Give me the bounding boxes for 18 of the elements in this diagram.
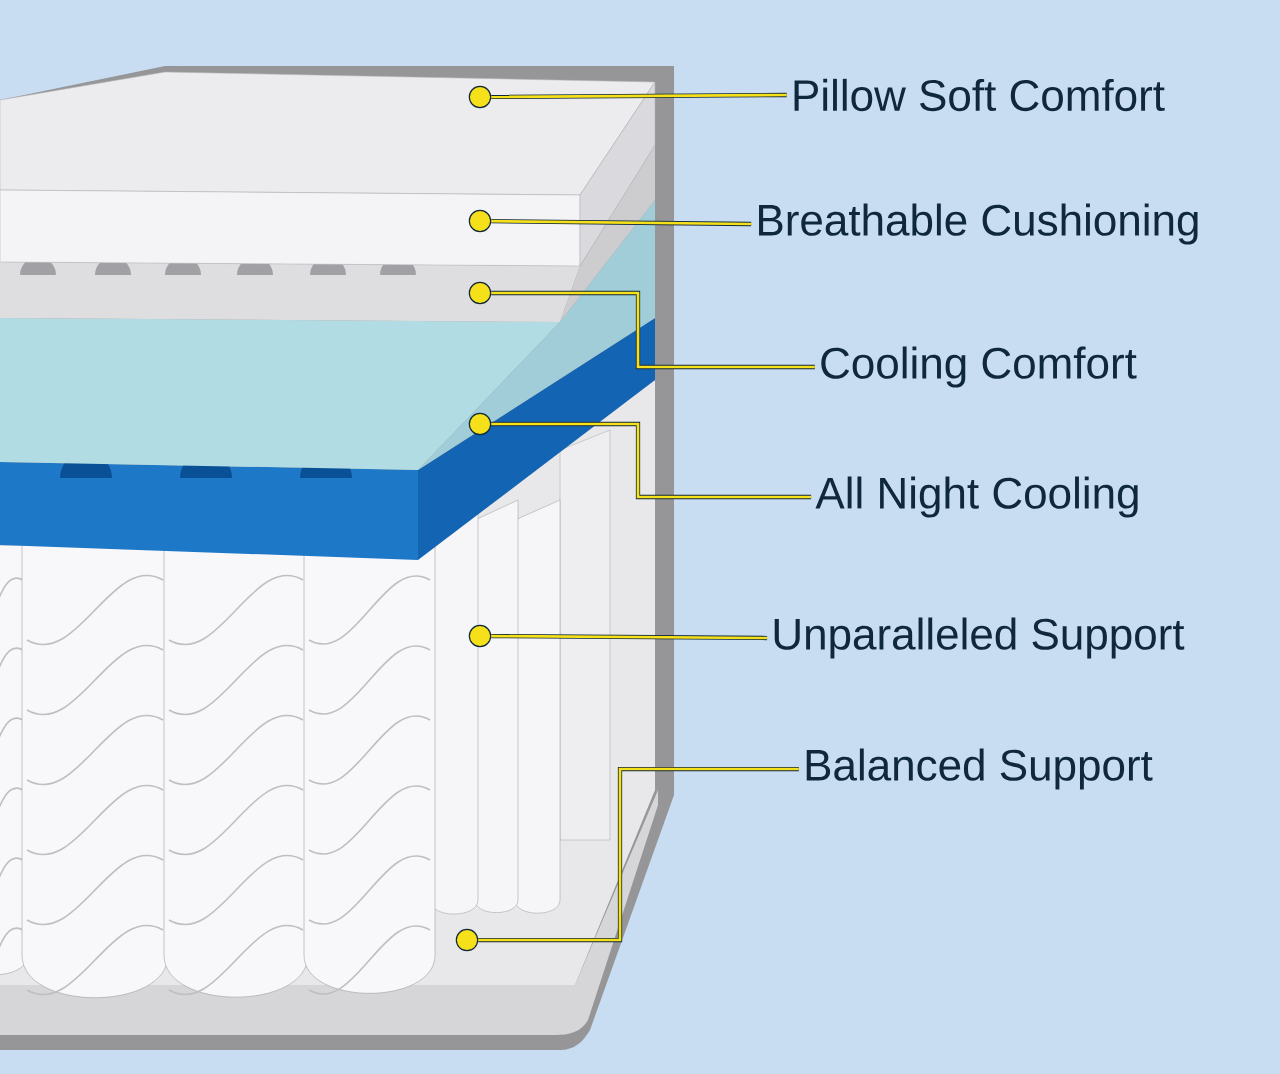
leader-line [478, 766, 799, 943]
leader-dot [468, 209, 492, 233]
layer-label: All Night Cooling [815, 476, 1138, 518]
layer-label: Pillow Soft Comfort [794, 78, 1165, 112]
leader-dot [468, 624, 492, 648]
layer-label: Balanced Support [806, 748, 1153, 790]
leader-dot [455, 928, 479, 952]
leader-dot [468, 85, 492, 109]
leader-line [491, 290, 815, 370]
leader-line [491, 633, 768, 641]
layer-label: Unparalleled Support [774, 617, 1185, 659]
layer-label: Breathable Cushioning [759, 203, 1198, 245]
layer-label: Cooling Comfort [821, 346, 1137, 388]
leader-line [491, 219, 752, 227]
leader-line [491, 92, 787, 100]
leader-dot [468, 281, 492, 305]
leader-dot [468, 412, 492, 436]
leader-line [491, 421, 812, 500]
